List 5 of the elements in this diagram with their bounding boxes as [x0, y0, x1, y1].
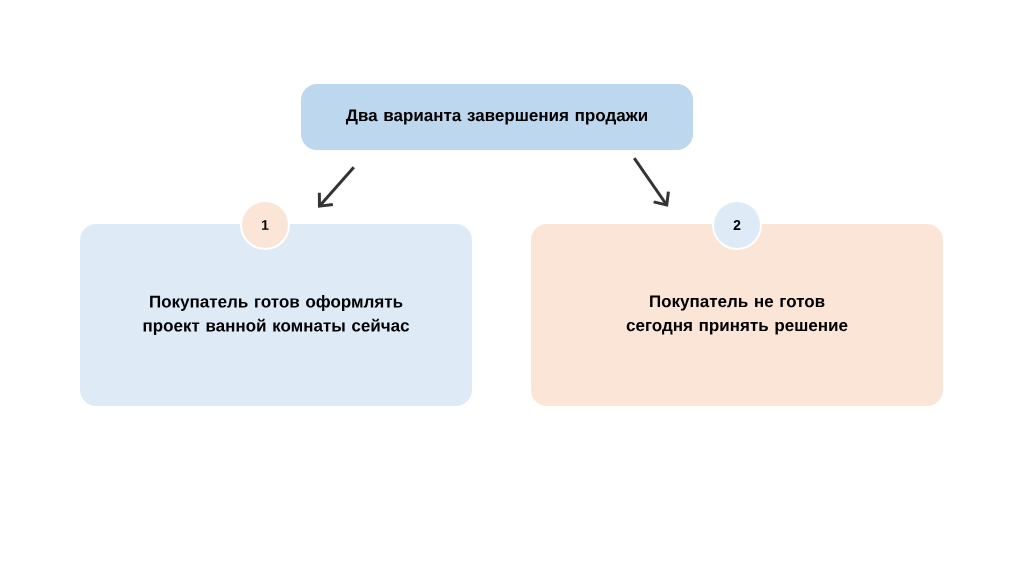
number-badge: 1 — [240, 200, 290, 250]
arrow — [317, 166, 355, 208]
number-badge: 2 — [712, 200, 762, 250]
arrow — [632, 157, 670, 207]
text-box: Два варианта завершения продажи — [301, 84, 693, 150]
